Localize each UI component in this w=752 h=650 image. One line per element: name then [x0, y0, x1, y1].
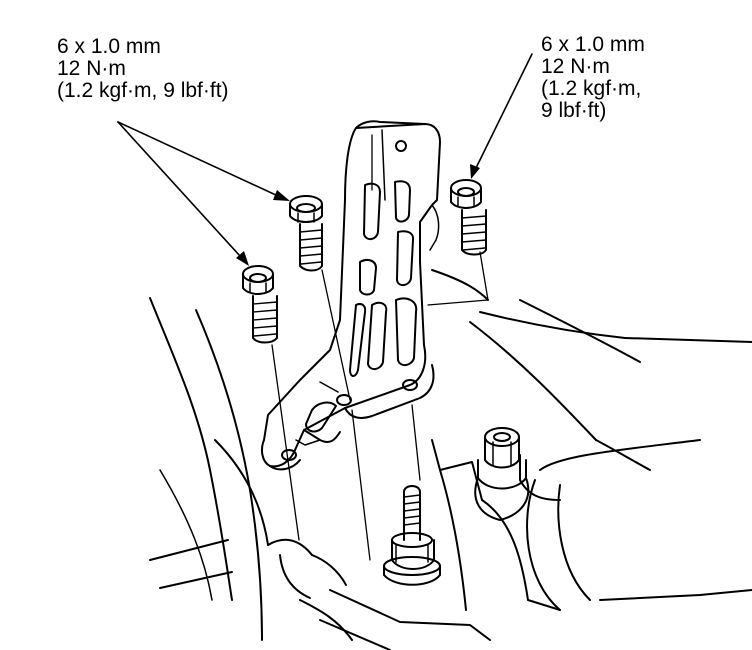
leader-to-right-bolt [475, 53, 533, 169]
engine-mount-bracket [261, 120, 441, 471]
engine-block-outline [149, 297, 491, 650]
arrowhead-lower-bolt [236, 251, 249, 266]
bolt-upper-middle [289, 195, 323, 272]
bolt-lower-left [242, 265, 278, 344]
bolt-right [450, 179, 487, 256]
leader-to-upper-bolt [117, 121, 279, 197]
arrowhead-right-bolt [470, 164, 480, 179]
spec-bolt-size: 6 x 1.0 mm [57, 35, 161, 58]
arrowhead-upper-bolt [273, 190, 290, 201]
spec-bolt-size: 6 x 1.0 mm [541, 33, 645, 56]
bolt-alignment-lines [271, 251, 489, 561]
spec-torque-imperial: (1.2 kgf·m, 9 lbf·ft) [57, 79, 229, 102]
mount-stud [383, 485, 441, 586]
spec-torque-nm: 12 N·m [57, 57, 126, 80]
transmission-nut [474, 427, 530, 521]
leader-lines [117, 53, 533, 257]
arrowheads [236, 164, 480, 266]
spec-torque-kgfm: (1.2 kgf·m, [541, 77, 642, 100]
spec-torque-nm: 12 N·m [541, 55, 610, 78]
transmission-case-outline [431, 269, 752, 611]
torque-spec-right: 6 x 1.0 mm 12 N·m (1.2 kgf·m, 9 lbf·ft) [541, 34, 645, 122]
leader-to-lower-bolt [117, 121, 241, 257]
torque-spec-left: 6 x 1.0 mm 12 N·m (1.2 kgf·m, 9 lbf·ft) [57, 36, 229, 102]
spec-torque-lbfft: 9 lbf·ft) [541, 99, 607, 122]
